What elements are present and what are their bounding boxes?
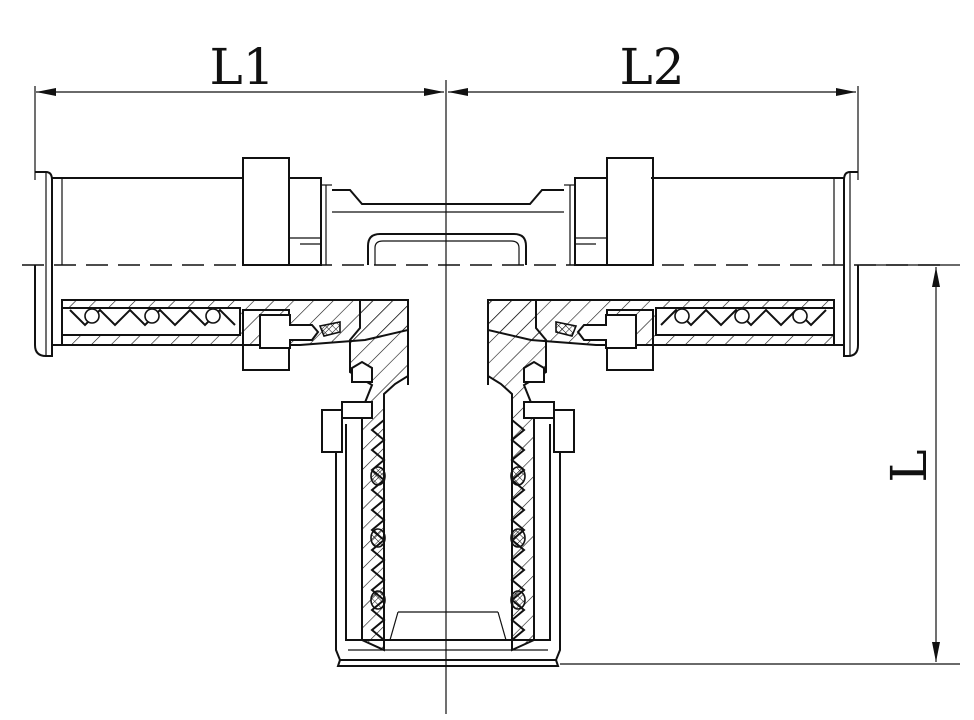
exterior-view-upper-half [35, 157, 858, 266]
dimension-label-l1: L1 [209, 38, 274, 96]
dimension-l2: L2 [448, 38, 859, 180]
center-lines [22, 80, 940, 714]
dimension-l: L [560, 264, 960, 665]
dimension-label-l2: L2 [619, 38, 684, 96]
section-view-lower-half [34, 265, 859, 667]
dimension-label-l: L [880, 449, 938, 482]
dimension-l1: L1 [34, 38, 444, 180]
